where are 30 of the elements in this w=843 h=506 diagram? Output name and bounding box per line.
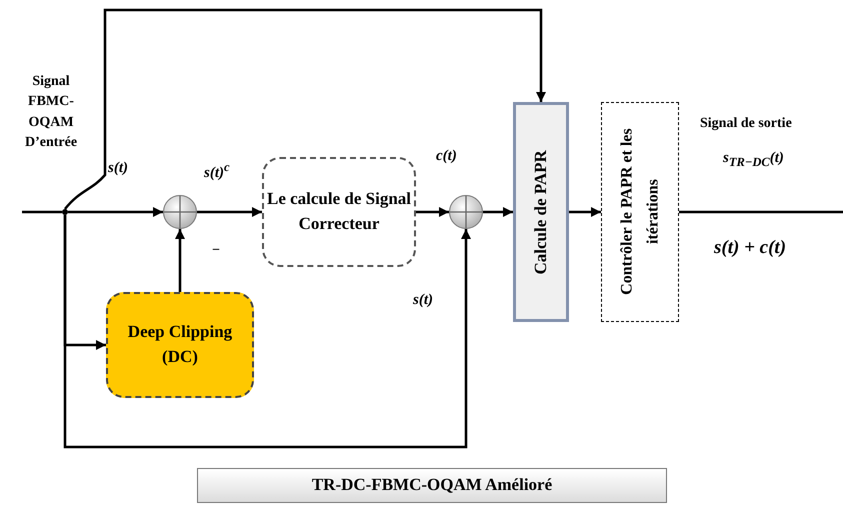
signal-symbol: s(t)$^{c}$ (204, 160, 230, 182)
input-signal-label: Signal FBMC-OQAM D’entrée (24, 73, 78, 152)
arrow (64, 8, 546, 210)
summing-junction (163, 195, 197, 229)
output-signal-label: Signal de sortie (700, 116, 792, 132)
arrow (197, 207, 262, 217)
process-box (262, 157, 416, 267)
arrow (64, 215, 471, 448)
process-box (513, 102, 569, 322)
arrow (416, 207, 449, 217)
signal-symbol: c(t) (436, 148, 457, 165)
arrow (68, 207, 163, 217)
junction-dot (62, 209, 68, 215)
signal-symbol: s$_{TR−DC}$(t) (723, 150, 784, 170)
block-label: Deep Clipping (DC) (126, 321, 234, 368)
block-label: Le calcule de Signal Correcteur (266, 188, 412, 235)
process-box (601, 102, 679, 322)
block-label: Calcule de PAPR (530, 150, 551, 274)
signal-symbol: s(t) (413, 292, 433, 309)
arrow (483, 207, 513, 217)
arrow (569, 207, 601, 217)
process-box (106, 292, 254, 398)
title-banner (197, 468, 667, 503)
summing-junction (449, 195, 483, 229)
output-expression: s(t) + c(t) (714, 237, 786, 259)
minus-sign: − (212, 243, 220, 259)
title-text: TR-DC-FBMC-OQAM Amélioré (312, 474, 552, 496)
signal-symbol: s(t) (108, 160, 128, 177)
block-label: Contrôler le PAPR et les itérations (617, 128, 662, 298)
arrow (175, 229, 185, 292)
